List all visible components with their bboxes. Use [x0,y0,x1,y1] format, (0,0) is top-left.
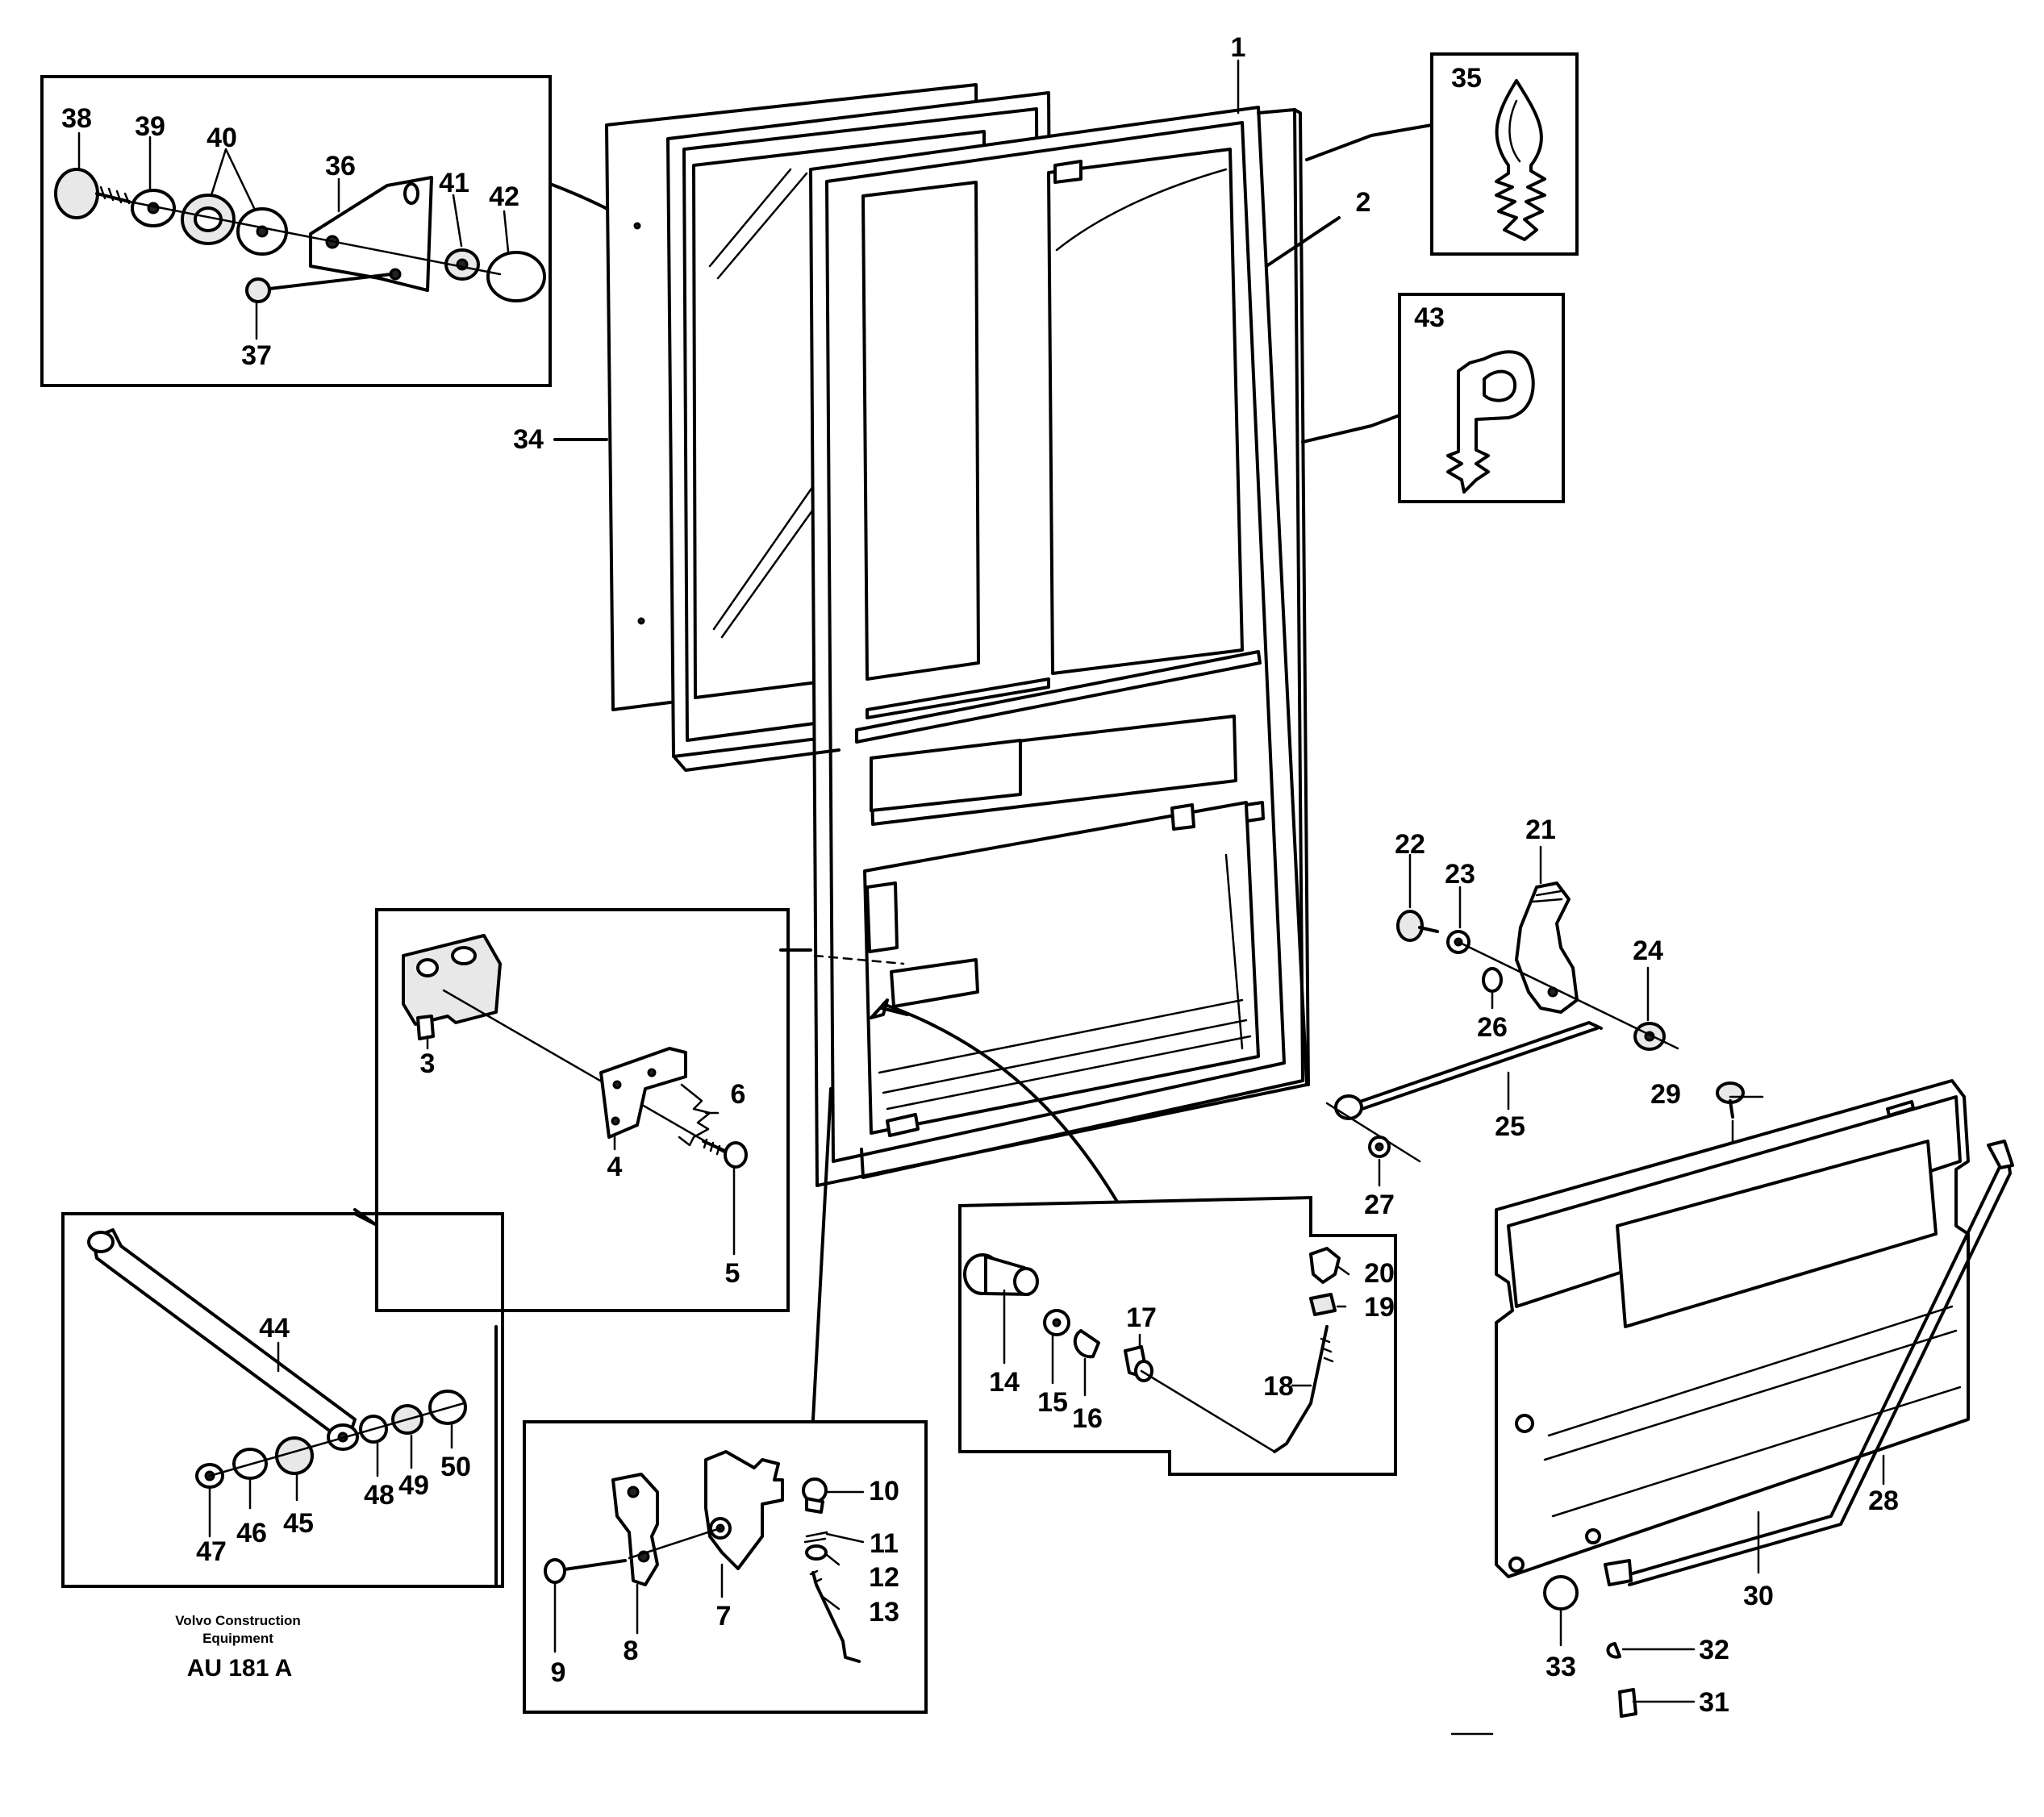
callout-11: 11 [870,1528,899,1559]
latch-bracket-detail-box [353,908,790,1312]
callout-8: 8 [624,1636,639,1666]
callout-7: 7 [716,1601,732,1632]
support-arm-detail-box [61,1212,504,1588]
callout-29: 29 [1650,1079,1681,1110]
callout-28: 28 [1868,1486,1899,1516]
latch-dash-line [813,954,905,965]
lock-detail-box [523,1420,928,1714]
callout-36: 36 [325,151,356,181]
callout-49: 49 [398,1470,429,1501]
brand-line-1: Volvo Construction [175,1613,301,1628]
callout-1: 1 [1231,32,1246,63]
callout-38: 38 [61,103,92,134]
callout-39: 39 [135,111,165,142]
callout-35: 35 [1451,63,1482,94]
callout-33: 33 [1546,1652,1576,1682]
callout-27: 27 [1364,1190,1395,1220]
window-regulator-group [1325,845,1679,1187]
callout-26: 26 [1477,1012,1508,1043]
callout-9: 9 [551,1657,566,1688]
callout-45: 45 [283,1508,314,1539]
callout-47: 47 [196,1536,227,1567]
callout-14: 14 [989,1367,1020,1398]
footer-brand: Volvo Construction Equipment AU 181 A [175,1613,301,1682]
drawing-code: AU 181 A [187,1655,293,1682]
callout-12: 12 [869,1562,899,1593]
callout-25: 25 [1495,1111,1525,1142]
callout-13: 13 [869,1597,899,1627]
seal-profile-35-box [1430,52,1579,256]
callout-23: 23 [1445,859,1475,890]
callout-3: 3 [420,1048,436,1079]
callout-24: 24 [1633,936,1663,966]
callout-41: 41 [439,168,469,198]
callout-labels: 1 2 3 4 5 6 7 8 9 10 11 12 13 14 15 16 1… [61,32,1899,1718]
callout-44: 44 [259,1313,290,1344]
callout-20: 20 [1364,1258,1395,1289]
hinge-detail-box [40,75,552,387]
leader-2 [1265,216,1341,268]
callout-40: 40 [206,123,237,153]
seal-profile-43-box [1398,293,1565,503]
callout-31: 31 [1699,1687,1729,1718]
callout-42: 42 [489,181,519,212]
callout-37: 37 [241,340,272,371]
brand-line-2: Equipment [202,1631,273,1646]
callout-43: 43 [1414,302,1445,333]
door-assembly [605,83,1310,1187]
seal-43-connector-line [1301,414,1401,444]
callout-17: 17 [1126,1302,1157,1333]
callout-5: 5 [725,1258,740,1289]
callout-30: 30 [1743,1581,1774,1611]
lock-connector-line [882,1002,1119,1203]
callout-34: 34 [513,424,544,455]
inner-panel-group [1450,1079,2014,1736]
callout-19: 19 [1364,1292,1395,1323]
key-lock-detail-box [958,1195,1397,1476]
latch-box-connector-line [811,1087,832,1421]
callout-15: 15 [1037,1387,1068,1418]
callout-18: 18 [1263,1371,1294,1402]
callout-10: 10 [869,1476,899,1507]
callout-48: 48 [364,1480,394,1511]
callout-6: 6 [731,1079,746,1110]
callout-21: 21 [1525,815,1556,845]
callout-16: 16 [1072,1403,1103,1434]
callout-22: 22 [1395,829,1425,860]
callout-2: 2 [1356,187,1371,218]
seal-35-connector-line [1305,123,1433,161]
callout-50: 50 [440,1452,471,1482]
callout-4: 4 [607,1152,623,1182]
callout-46: 46 [236,1518,267,1548]
callout-32: 32 [1699,1635,1729,1665]
